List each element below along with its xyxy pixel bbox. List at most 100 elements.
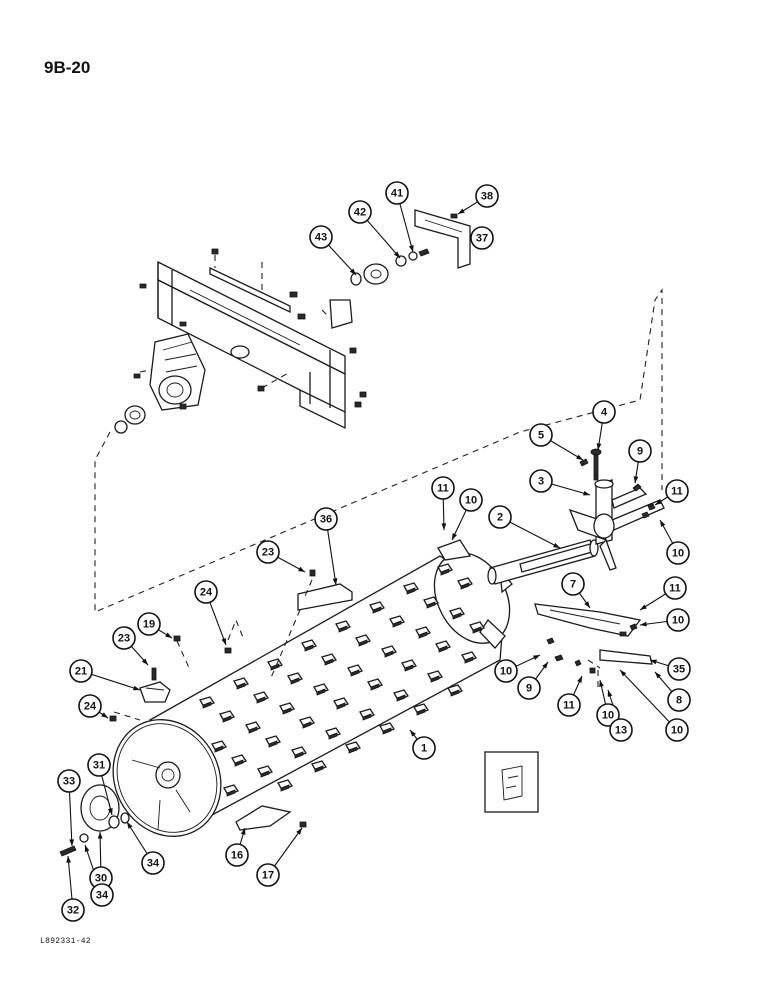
- callout-c24a: 24: [194, 580, 218, 604]
- leader-arrow-c23b: [298, 566, 305, 572]
- callout-c7: 7: [561, 572, 585, 596]
- callout-c21: 21: [69, 659, 93, 683]
- callout-label: 41: [391, 188, 403, 200]
- callout-label: 7: [570, 579, 576, 591]
- callout-c17: 17: [256, 863, 280, 887]
- callout-circle: [309, 225, 333, 249]
- rotor-tooth-shadow: [282, 707, 292, 715]
- leader-arrow-c11c: [640, 604, 647, 610]
- callout-circle: [412, 736, 436, 760]
- rotor-tooth-shadow: [226, 789, 236, 797]
- callout-circle: [90, 883, 114, 907]
- rotor-tooth-shadow: [382, 727, 392, 735]
- callout-circle: [488, 505, 512, 529]
- callout-circle: [667, 688, 691, 712]
- callout-circle: [112, 626, 136, 650]
- callout-circle: [529, 423, 553, 447]
- leader-arrow-c11d: [577, 676, 582, 683]
- callout-c16: 16: [225, 843, 249, 867]
- callout-circle: [517, 676, 541, 700]
- leader-arrow-c13: [607, 690, 613, 697]
- rotor-tooth-shadow: [450, 689, 460, 697]
- leader-arrow-c43: [349, 268, 356, 275]
- callout-label: 11: [563, 700, 575, 712]
- callout-circle: [348, 200, 372, 224]
- callout-label: 5: [538, 430, 544, 442]
- callout-c10d: 10: [494, 659, 518, 683]
- callout-c10f: 10: [665, 718, 689, 742]
- rotor-tooth-shadow: [358, 639, 368, 647]
- callout-label: 31: [93, 760, 105, 772]
- callout-label: 8: [676, 695, 682, 707]
- callout-label: 36: [320, 514, 332, 526]
- callout-c5: 5: [529, 423, 553, 447]
- callout-c9b: 9: [517, 676, 541, 700]
- callout-circle: [470, 226, 494, 250]
- callout-label: 10: [672, 615, 684, 627]
- callout-label: 9: [637, 446, 643, 458]
- callout-c34a: 34: [90, 883, 114, 907]
- leader-arrow-c5: [576, 454, 583, 460]
- callout-label: 11: [669, 583, 681, 595]
- callout-c33: 33: [57, 769, 81, 793]
- callout-label: 35: [673, 664, 685, 676]
- leader-arrow-c21: [133, 685, 140, 691]
- leader-arrow-c31: [108, 808, 113, 815]
- callout-circle: [609, 718, 633, 742]
- leader-arrow-c11a: [441, 523, 447, 530]
- rotor-tooth-shadow: [234, 759, 244, 767]
- callout-c10c: 10: [666, 608, 690, 632]
- rotor-tooth-shadow: [348, 746, 358, 754]
- callout-label: 42: [354, 207, 366, 219]
- callout-label: 10: [602, 710, 614, 722]
- callout-circle: [475, 184, 499, 208]
- callout-circle: [557, 693, 581, 717]
- rotor-tooth-shadow: [438, 645, 448, 653]
- rotor-tooth-shadow: [256, 696, 266, 704]
- callout-c11a: 11: [431, 476, 455, 500]
- callout-circle: [141, 851, 165, 875]
- leader-arrow-c23a: [141, 658, 148, 665]
- rotor-teeth: [199, 563, 485, 797]
- callout-label: 10: [671, 725, 683, 737]
- callout-label: 16: [231, 850, 243, 862]
- callout-c43: 43: [309, 225, 333, 249]
- rotor-tooth-shadow: [384, 650, 394, 658]
- leader-arrow-c10f: [620, 670, 627, 677]
- callout-circle: [628, 439, 652, 463]
- rotor-tooth-shadow: [452, 612, 462, 620]
- document-code: L892331-42: [40, 937, 92, 946]
- rotor-tooth-shadow: [396, 694, 406, 702]
- leader-arrow-c8: [655, 672, 662, 679]
- callout-label: 33: [63, 776, 75, 788]
- rotor-tooth-shadow: [460, 582, 470, 590]
- callout-circle: [57, 769, 81, 793]
- rotor-tooth-shadow: [294, 751, 304, 759]
- rotor-tooth-shadow: [440, 568, 450, 576]
- callout-circle: [561, 572, 585, 596]
- callout-circle: [194, 580, 218, 604]
- callout-c41: 41: [385, 181, 409, 205]
- callout-circle: [529, 469, 553, 493]
- callout-circle: [256, 540, 280, 564]
- callout-label: 34: [96, 890, 109, 902]
- callout-label: 4: [601, 407, 608, 419]
- callout-label: 34: [147, 858, 160, 870]
- callout-label: 38: [481, 191, 493, 203]
- callout-label: 19: [143, 619, 155, 631]
- callout-circle: [592, 400, 616, 424]
- callout-label: 23: [262, 547, 274, 559]
- callout-c10b: 10: [666, 541, 690, 565]
- rotor-tooth-shadow: [472, 626, 482, 634]
- callout-circle: [137, 612, 161, 636]
- rotor-tooth-shadow: [304, 644, 314, 652]
- rotor-tooth-shadow: [464, 656, 474, 664]
- rotor-tooth-shadow: [370, 683, 380, 691]
- callout-c8: 8: [667, 688, 691, 712]
- callout-c42: 42: [348, 200, 372, 224]
- callout-c31: 31: [87, 753, 111, 777]
- rotor-tooth-shadow: [350, 669, 360, 677]
- leader-arrow-c16: [240, 828, 246, 835]
- leader-arrow-c24a: [221, 638, 226, 645]
